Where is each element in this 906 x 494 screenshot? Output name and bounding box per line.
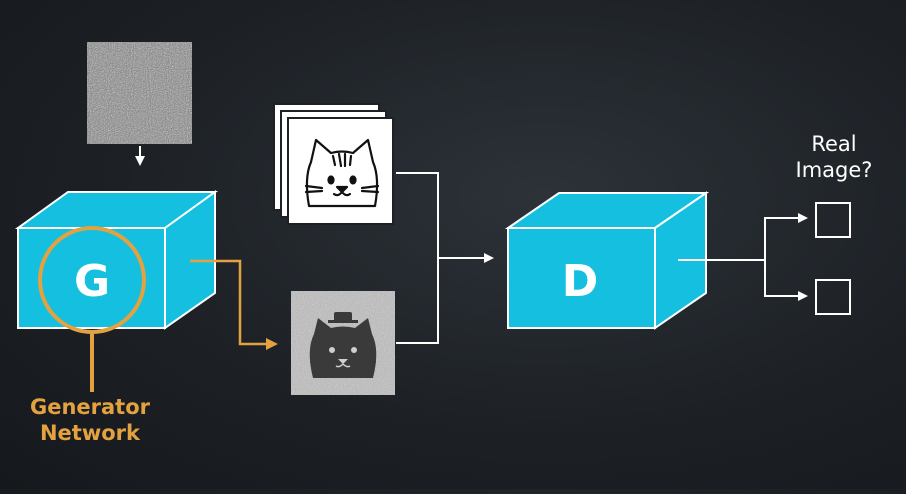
real-images-stack [273,103,394,225]
discriminator-cube [504,191,710,330]
generator-label-line2: Network [40,421,141,445]
generated-cat-icon [309,312,377,378]
noise-image-icon [87,42,192,144]
output-question-line1: Real [811,132,856,156]
cat-drawing-icon [304,138,380,208]
generated-image [291,291,395,395]
generator-output-arrow [190,259,278,350]
output-question-line2: Image? [796,158,873,182]
checkbox-icon [815,279,851,315]
generator-cube [14,190,219,330]
generator-letter: G [74,256,110,307]
discriminator-letter: D [562,256,599,307]
generator-label-line1: Generator [30,395,151,419]
checkbox-icon [815,202,851,238]
